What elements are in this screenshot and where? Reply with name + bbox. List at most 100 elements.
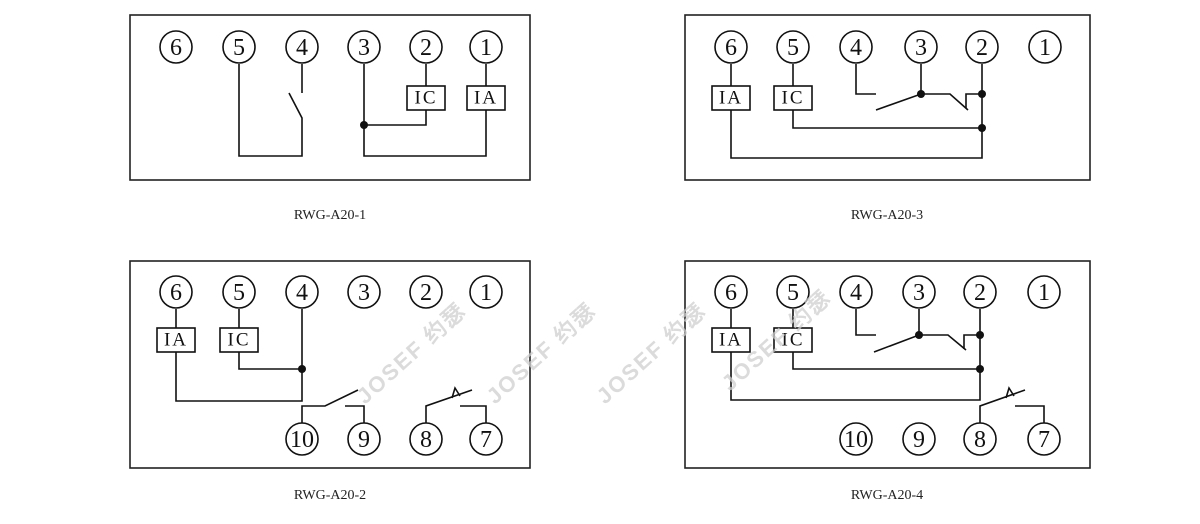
terminal-5: 5 xyxy=(222,275,256,309)
coil-box-ia: IA xyxy=(466,85,506,111)
terminal-number: 5 xyxy=(787,35,799,61)
terminal-7: 7 xyxy=(469,422,503,456)
diagram-caption: RWG-A20-4 xyxy=(851,488,923,503)
terminal-3: 3 xyxy=(347,30,381,64)
terminal-2: 2 xyxy=(965,30,999,64)
terminal-9: 9 xyxy=(347,422,381,456)
diagram-caption: RWG-A20-3 xyxy=(851,208,923,223)
panel-frame xyxy=(129,14,531,181)
terminal-9-lead xyxy=(345,405,365,423)
coil-box-ic: IC xyxy=(406,85,446,111)
panel-frame xyxy=(129,260,531,469)
terminal-10: 10 xyxy=(285,422,319,456)
terminal-number: 6 xyxy=(725,35,737,61)
junction-node xyxy=(978,124,986,132)
box-label: IC xyxy=(782,88,805,109)
watermark: JOSEF 约瑟 xyxy=(592,298,711,409)
terminal-number: 1 xyxy=(1038,280,1050,306)
junction-node xyxy=(360,121,368,129)
contact-actuator-mark xyxy=(451,386,461,399)
terminal-4: 4 xyxy=(839,275,873,309)
box-label: IA xyxy=(164,330,188,351)
box-label: IC xyxy=(782,330,805,351)
terminal-7-lead xyxy=(1015,405,1045,423)
terminal-number: 3 xyxy=(358,35,370,61)
terminal-3: 3 xyxy=(904,30,938,64)
loop-ic-wire xyxy=(238,352,302,370)
terminal-5: 5 xyxy=(776,275,810,309)
terminal-2: 2 xyxy=(409,275,443,309)
box-label: IA xyxy=(719,330,743,351)
terminal-8: 8 xyxy=(963,422,997,456)
terminal-4: 4 xyxy=(285,30,319,64)
terminal-number: 6 xyxy=(725,280,737,306)
coil-box-ic: IC xyxy=(773,327,813,353)
terminal-2-lead xyxy=(963,309,981,349)
terminal-number: 8 xyxy=(420,427,432,453)
terminal-1: 1 xyxy=(1027,275,1061,309)
coil-box-ic: IC xyxy=(219,327,259,353)
terminal-number: 6 xyxy=(170,280,182,306)
terminal-4: 4 xyxy=(285,275,319,309)
terminal-3: 3 xyxy=(347,275,381,309)
changeover-contact xyxy=(873,334,967,353)
terminal-number: 5 xyxy=(233,280,245,306)
terminal-number: 3 xyxy=(915,35,927,61)
terminal-number: 4 xyxy=(296,35,308,61)
junction-node xyxy=(917,90,925,98)
loop-ic-wire xyxy=(792,352,980,370)
box-label: IC xyxy=(415,88,438,109)
terminal-4-lead xyxy=(855,64,876,95)
diagram-caption: RWG-A20-1 xyxy=(294,208,366,223)
terminal-number: 10 xyxy=(290,427,314,453)
panel-rwg-a20-4: IA IC 6 5 4 3 2 1 10 9 8 7 RWG-A20-4 xyxy=(684,260,1091,503)
terminal-number: 4 xyxy=(850,280,862,306)
panel-rwg-a20-3: IA IC 6 5 4 3 2 1 RWG-A20-3 xyxy=(684,14,1091,223)
terminal-number: 6 xyxy=(170,35,182,61)
terminal-6: 6 xyxy=(159,30,193,64)
terminal-number: 1 xyxy=(480,280,492,306)
terminal-number: 10 xyxy=(844,427,868,453)
junction-node xyxy=(298,365,306,373)
terminal-1: 1 xyxy=(1028,30,1062,64)
panel-frame xyxy=(684,14,1091,181)
contact-5-4-wire xyxy=(238,64,303,157)
terminal-3: 3 xyxy=(902,275,936,309)
contact-8-7 xyxy=(979,389,1026,423)
terminal-9: 9 xyxy=(902,422,936,456)
branch-ic-wire xyxy=(364,110,427,126)
terminal-number: 9 xyxy=(913,427,925,453)
coil-box-ic: IC xyxy=(773,85,813,111)
box-label: IA xyxy=(474,88,498,109)
terminal-number: 3 xyxy=(358,280,370,306)
terminal-5: 5 xyxy=(222,30,256,64)
terminal-number: 8 xyxy=(974,427,986,453)
junction-node xyxy=(976,365,984,373)
loop-ia-wire xyxy=(175,309,303,402)
box-label: IC xyxy=(228,330,251,351)
terminal-number: 4 xyxy=(296,280,308,306)
terminal-number: 2 xyxy=(976,35,988,61)
coil-box-ia: IA xyxy=(156,327,196,353)
terminal-5: 5 xyxy=(776,30,810,64)
terminal-number: 3 xyxy=(913,280,925,306)
panel-rwg-a20-2: IA IC 6 5 4 3 2 1 10 9 8 7 RWG-A20-2 xyxy=(129,260,531,503)
terminal-number: 1 xyxy=(480,35,492,61)
coil-box-ia: IA xyxy=(711,327,751,353)
loop-ic-wire xyxy=(792,110,982,129)
terminal-8: 8 xyxy=(409,422,443,456)
terminal-10: 10 xyxy=(839,422,873,456)
junction-node xyxy=(978,90,986,98)
coil-box-ia: IA xyxy=(711,85,751,111)
terminal-number: 2 xyxy=(420,280,432,306)
terminal-number: 5 xyxy=(787,280,799,306)
diagram-caption: RWG-A20-2 xyxy=(294,488,366,503)
terminal-2: 2 xyxy=(409,30,443,64)
terminal-number: 1 xyxy=(1039,35,1051,61)
terminal-number: 7 xyxy=(480,427,492,453)
terminal-6: 6 xyxy=(714,275,748,309)
junction-node xyxy=(915,331,923,339)
terminal-1: 1 xyxy=(469,275,503,309)
terminal-6: 6 xyxy=(159,275,193,309)
